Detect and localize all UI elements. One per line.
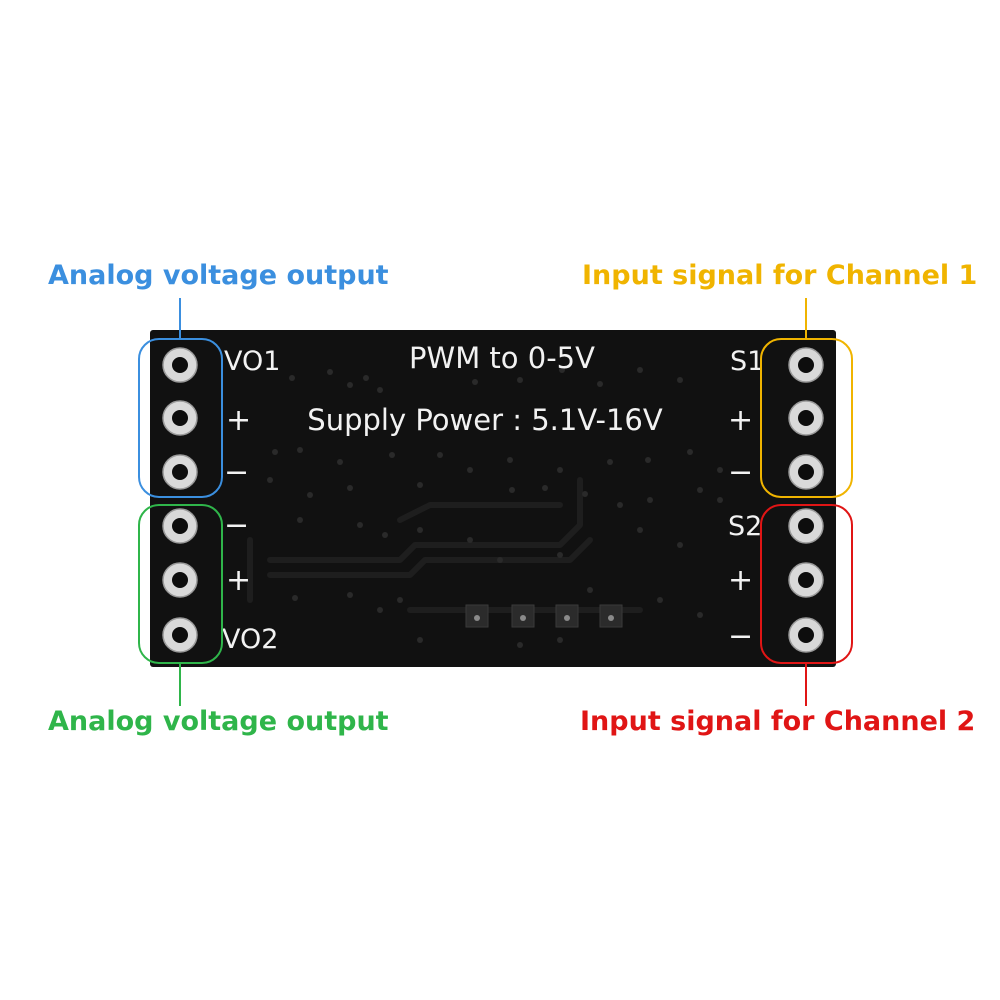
pcb-board: [150, 330, 836, 667]
pad-hole: [798, 627, 814, 643]
pad-hole: [172, 518, 188, 534]
right-pin-label: +: [728, 563, 753, 598]
via-dot: [647, 497, 653, 503]
smd-pads: [465, 604, 623, 628]
via-dot: [557, 637, 563, 643]
pad-hole: [172, 464, 188, 480]
via-dot: [557, 467, 563, 473]
via-dot: [467, 467, 473, 473]
via-dot: [617, 502, 623, 508]
left-pin-label: +: [226, 563, 251, 598]
via-dot: [377, 607, 383, 613]
left-pin-label: VO2: [222, 624, 278, 655]
pcb-vias: [267, 367, 723, 648]
pad-hole: [172, 410, 188, 426]
via-dot: [357, 522, 363, 528]
via-dot: [559, 367, 565, 373]
via-dot: [582, 491, 588, 497]
callout-label-bottom-right: Input signal for Channel 2: [580, 706, 976, 737]
via-dot: [587, 587, 593, 593]
via-dot: [509, 487, 515, 493]
via-dot: [327, 369, 333, 375]
pad-hole: [172, 627, 188, 643]
via-dot: [307, 492, 313, 498]
callout-label-top-left: Analog voltage output: [48, 260, 389, 291]
via-dot: [717, 467, 723, 473]
via-dot: [272, 449, 278, 455]
pad-hole: [172, 572, 188, 588]
pad-hole: [798, 572, 814, 588]
via-dot: [607, 459, 613, 465]
via-dot: [697, 487, 703, 493]
left-pin-label: −: [224, 508, 249, 543]
via-dot: [417, 527, 423, 533]
right-pin-label: S1: [730, 346, 764, 377]
via-dot: [292, 595, 298, 601]
via-dot: [687, 449, 693, 455]
via-dot: [347, 485, 353, 491]
via-dot: [497, 557, 503, 563]
pad-hole: [172, 357, 188, 373]
pad-hole: [798, 357, 814, 373]
via-dot: [517, 377, 523, 383]
right-pin-label: −: [728, 455, 753, 490]
via-dot: [597, 381, 603, 387]
pad-hole: [798, 410, 814, 426]
via-dot: [472, 379, 478, 385]
right-pin-label: +: [728, 403, 753, 438]
pad-hole: [798, 464, 814, 480]
via-dot: [717, 497, 723, 503]
via-dot: [645, 457, 651, 463]
via-dot: [507, 457, 513, 463]
right-pin-label: −: [728, 619, 753, 654]
via-dot: [467, 537, 473, 543]
via-dot: [637, 527, 643, 533]
board-title-line2: Supply Power : 5.1V-16V: [307, 403, 663, 437]
right-header-pads: [788, 347, 824, 653]
pad-hole: [798, 518, 814, 534]
via-dot: [557, 552, 563, 558]
via-dot: [382, 532, 388, 538]
via-dot: [347, 592, 353, 598]
via-dot: [657, 597, 663, 603]
callout-label-bottom-left: Analog voltage output: [48, 706, 389, 737]
via-dot: [437, 452, 443, 458]
left-pin-label: +: [226, 403, 251, 438]
via-dot: [542, 485, 548, 491]
callout-label-top-right: Input signal for Channel 1: [582, 260, 978, 291]
left-header-pads: [162, 347, 198, 653]
via-dot: [363, 375, 369, 381]
left-pin-label: VO1: [224, 346, 280, 377]
left-pin-label: −: [224, 455, 249, 490]
via-dot: [289, 375, 295, 381]
via-dot: [297, 447, 303, 453]
via-dot: [417, 482, 423, 488]
via-dot: [637, 367, 643, 373]
via-dot: [677, 377, 683, 383]
right-pin-label: S2: [728, 511, 762, 542]
via-dot: [389, 452, 395, 458]
via-dot: [697, 612, 703, 618]
via-dot: [347, 382, 353, 388]
via-dot: [517, 642, 523, 648]
via-dot: [377, 387, 383, 393]
via-dot: [297, 517, 303, 523]
via-dot: [337, 459, 343, 465]
via-dot: [267, 477, 273, 483]
via-dot: [397, 597, 403, 603]
via-dot: [417, 637, 423, 643]
board-title-line1: PWM to 0-5V: [409, 341, 595, 375]
via-dot: [677, 542, 683, 548]
